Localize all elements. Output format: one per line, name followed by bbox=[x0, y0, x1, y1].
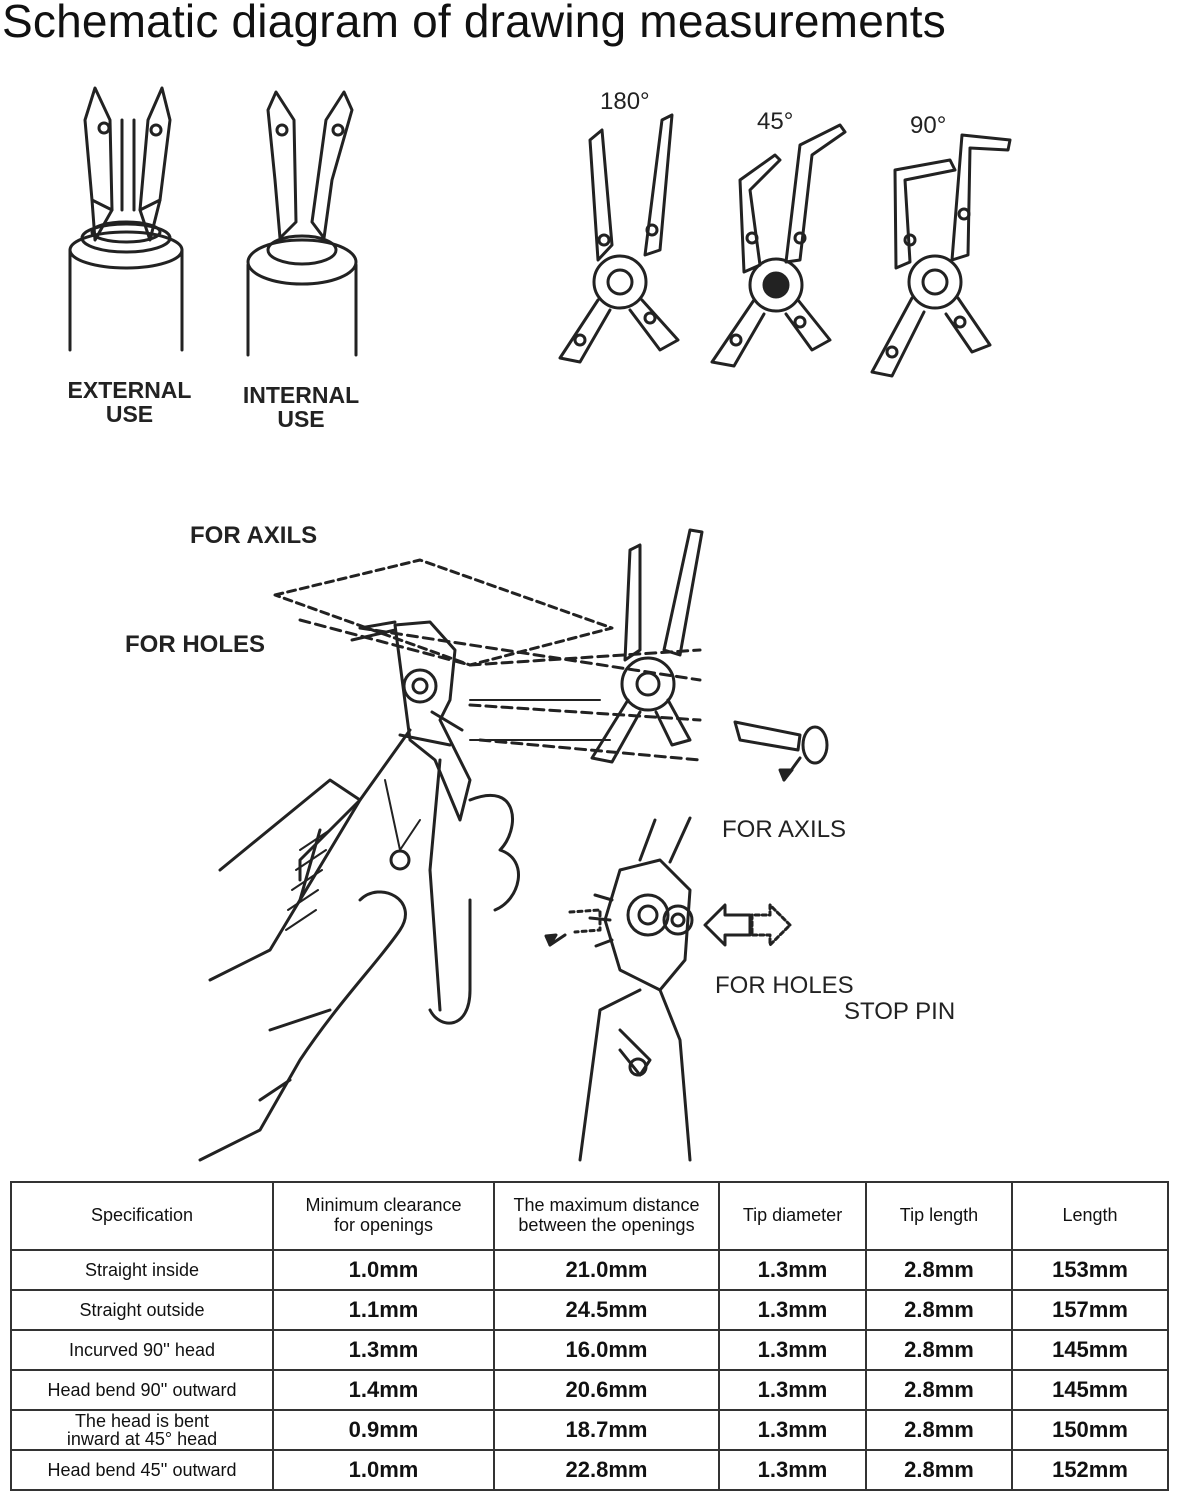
spec-name-cell: Straight outside bbox=[10, 1289, 274, 1331]
angle-180-label: 180° bbox=[600, 88, 650, 115]
spec-value-cell: 0.9mm bbox=[272, 1409, 495, 1451]
spec-value-cell: 150mm bbox=[1011, 1409, 1169, 1451]
spec-name-cell: Incurved 90'' head bbox=[10, 1329, 274, 1371]
spec-name-text: inward at 45° head bbox=[66, 1429, 218, 1449]
plier-illustrations bbox=[68, 86, 1012, 1162]
spec-value-cell: 1.1mm bbox=[272, 1289, 495, 1331]
spec-name-text: The head is bent bbox=[74, 1411, 210, 1431]
header-tip-diameter: Tip diameter bbox=[718, 1181, 867, 1251]
spec-value-cell: 1.3mm bbox=[718, 1369, 867, 1411]
header-tip-length: Tip length bbox=[865, 1181, 1013, 1251]
spec-value-cell: 2.8mm bbox=[865, 1369, 1013, 1411]
hand-pliers-illustration bbox=[198, 528, 829, 1162]
internal-use-label: INTERNAL USE bbox=[242, 382, 360, 433]
spec-name-text: Head bend 90'' outward bbox=[47, 1380, 237, 1400]
spec-value-cell: 20.6mm bbox=[493, 1369, 720, 1411]
spec-value-cell: 21.0mm bbox=[493, 1249, 720, 1291]
spec-value-cell: 2.8mm bbox=[865, 1329, 1013, 1371]
angle-45-label: 45° bbox=[757, 108, 794, 135]
pliers-90-illustration bbox=[870, 133, 1012, 378]
spec-name-cell: Head bend 45'' outward bbox=[10, 1449, 274, 1491]
header-length: Length bbox=[1011, 1181, 1169, 1251]
spec-value-cell: 16.0mm bbox=[493, 1329, 720, 1371]
spec-value-cell: 1.3mm bbox=[718, 1249, 867, 1291]
spec-name-text: Head bend 45'' outward bbox=[47, 1460, 237, 1480]
spec-value-cell: 22.8mm bbox=[493, 1449, 720, 1491]
spec-value-cell: 153mm bbox=[1011, 1249, 1169, 1291]
spec-value-cell: 157mm bbox=[1011, 1289, 1169, 1331]
spec-value-cell: 1.3mm bbox=[718, 1289, 867, 1331]
for-axils-label-top: FOR AXILS bbox=[190, 522, 318, 549]
for-holes-label-left: FOR HOLES bbox=[125, 631, 266, 658]
spec-name-cell: Head bend 90'' outward bbox=[10, 1369, 274, 1411]
spec-value-cell: 1.0mm bbox=[272, 1449, 495, 1491]
spec-value-cell: 18.7mm bbox=[493, 1409, 720, 1451]
spec-value-cell: 145mm bbox=[1011, 1369, 1169, 1411]
spec-value-cell: 2.8mm bbox=[865, 1289, 1013, 1331]
spec-value-cell: 1.3mm bbox=[272, 1329, 495, 1371]
spec-value-cell: 1.3mm bbox=[718, 1329, 867, 1371]
pliers-180-illustration bbox=[558, 113, 680, 364]
for-axils-label-right: FOR AXILS bbox=[722, 816, 847, 843]
spec-name-cell: Straight inside bbox=[10, 1249, 274, 1291]
spec-value-cell: 2.8mm bbox=[865, 1449, 1013, 1491]
internal-use-illustration bbox=[246, 90, 358, 357]
angle-90-label: 90° bbox=[910, 112, 947, 139]
for-holes-label-right: FOR HOLES bbox=[715, 972, 854, 999]
spec-value-cell: 145mm bbox=[1011, 1329, 1169, 1371]
spec-value-cell: 1.0mm bbox=[272, 1249, 495, 1291]
external-use-label: EXTERNAL USE bbox=[67, 377, 192, 428]
header-specification: Specification bbox=[10, 1181, 274, 1251]
spec-value-cell: 1.3mm bbox=[718, 1409, 867, 1451]
pliers-45-illustration bbox=[710, 123, 847, 368]
spec-name-text: Straight inside bbox=[84, 1260, 200, 1280]
spec-value-cell: 2.8mm bbox=[865, 1249, 1013, 1291]
spec-name-text: Incurved 90'' head bbox=[69, 1340, 215, 1360]
page-title: Schematic diagram of drawing measurement… bbox=[2, 0, 946, 47]
external-use-illustration bbox=[68, 86, 184, 352]
spec-value-cell: 1.3mm bbox=[718, 1449, 867, 1491]
spec-value-cell: 1.4mm bbox=[272, 1369, 495, 1411]
spec-value-cell: 2.8mm bbox=[865, 1409, 1013, 1451]
stop-pin-label: STOP PIN bbox=[844, 998, 956, 1025]
spec-value-cell: 24.5mm bbox=[493, 1289, 720, 1331]
stop-pin-detail-illustration bbox=[544, 816, 792, 1162]
spec-value-cell: 152mm bbox=[1011, 1449, 1169, 1491]
spec-name-text: Straight outside bbox=[79, 1300, 205, 1320]
